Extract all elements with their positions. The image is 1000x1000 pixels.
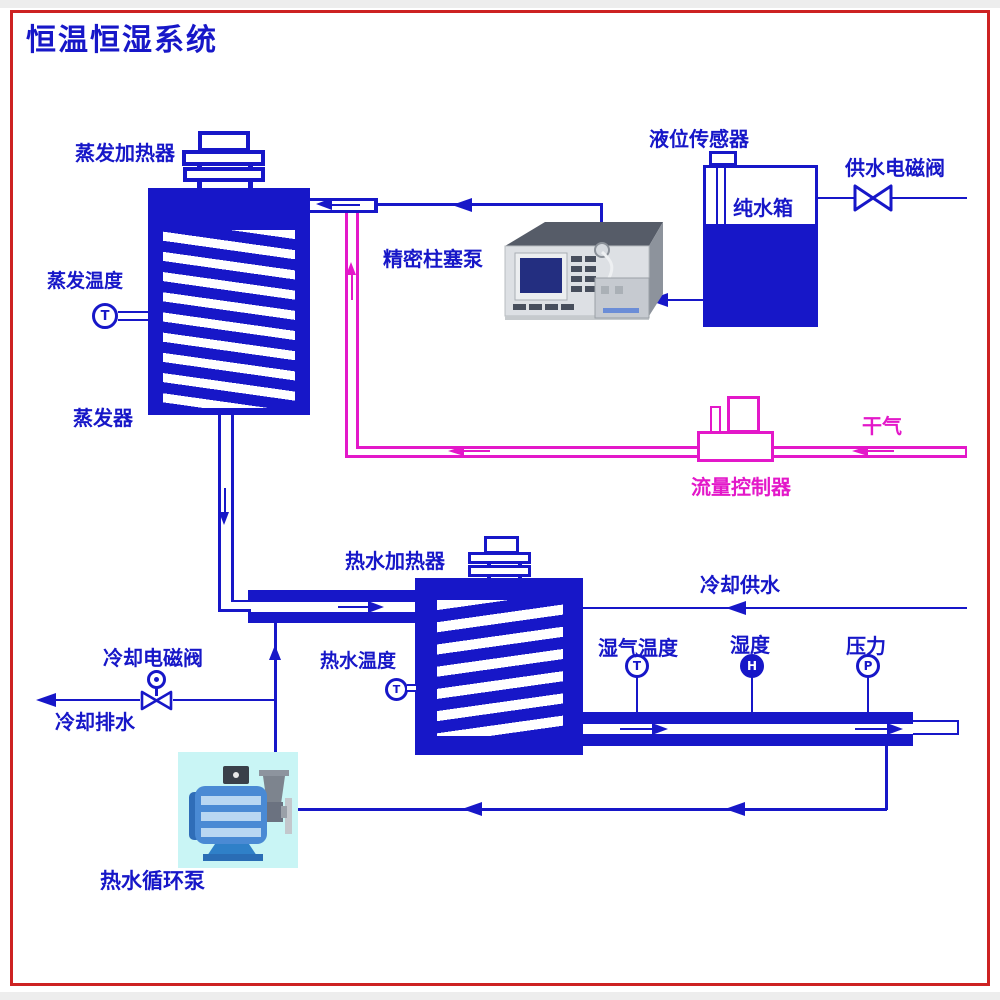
level-sensor-head-icon [709,151,737,166]
sensor-stem [866,676,869,712]
flow-arrow-shaft [350,274,353,300]
evaporator-outlet-pipe-inner [231,413,234,602]
solenoid-valve-icon [853,184,893,212]
evap-heater-fin-icon [182,150,265,166]
temperature-sensor-icon: T [625,654,649,678]
level-sensor-label: 液位传感器 [649,127,749,151]
flow-arrow-left-icon [452,197,472,212]
evap-heater-top-block-icon [198,131,250,152]
circulation-pump-icon [189,766,292,861]
flow-arrow-left-icon [852,445,868,456]
flow-arrow-shaft [338,605,368,608]
diagram-border [10,10,990,986]
page-title: 恒温恒湿系统 [26,23,218,58]
return-line-vertical [885,746,888,810]
circulation-pump-label: 热水循环泵 [100,869,205,893]
humid-air-temp-label: 湿气温度 [598,636,678,660]
pressure-label: 压力 [846,634,886,658]
cooling-supply-line [583,606,967,609]
temperature-sensor-icon: T [92,303,118,329]
supply-line [818,196,854,199]
flow-arrow-right-icon [652,723,668,735]
supply-line [892,196,967,199]
flow-arrow-left-icon [448,445,464,456]
cooling-valve-label: 冷却电磁阀 [103,646,203,670]
plunger-pump-photo [504,222,663,320]
water-fill [706,224,815,324]
evaporator-label: 蒸发器 [73,406,133,430]
cooling-supply-label: 冷却供水 [700,573,780,597]
pump-to-evaporator-line [378,203,603,206]
flow-arrow-left-icon [725,802,745,816]
pure-water-tank-label: 纯水箱 [733,196,793,220]
solenoid-valve-icon [140,690,173,711]
bottom-margin-strip [0,992,1000,1000]
hot-water-temp-label: 热水温度 [320,650,397,672]
flow-arrow-left-icon [316,198,332,210]
flow-arrow-right-icon [887,723,903,735]
flow-arrow-left-icon [36,693,56,707]
dry-gas-pipe-end-cap [964,446,967,458]
hw-heater-fin-icon [468,552,531,564]
flow-arrow-shaft [328,204,360,206]
sensor-stem [635,676,638,712]
sensor-stem [750,676,753,712]
flow-arrow-up-icon [269,645,281,660]
sensor-stem [118,311,148,321]
supply-valve-label: 供水电磁阀 [845,156,945,180]
output-duct-top-wall [583,712,913,724]
evap-heater-fin-icon [183,167,265,182]
evaporator-heater-label: 蒸发加热器 [75,141,175,165]
output-pipe-extension [913,720,959,735]
flow-arrow-shaft [620,727,652,730]
valve-stem [155,688,158,696]
humidity-label: 湿度 [730,633,770,657]
duct-to-pump-line [274,623,277,768]
humidity-sensor-icon: H [740,654,764,678]
mix-duct-bottom-wall [248,612,417,623]
flow-arrow-down-icon [219,512,229,525]
dry-gas-pipe-lower-wall [345,455,967,458]
hot-water-coil-icon [437,600,563,736]
pressure-sensor-icon: P [856,654,880,678]
mix-duct-top-wall [248,590,417,602]
top-margin-strip [0,0,1000,8]
flow-arrow-up-icon [346,262,356,275]
temperature-sensor-icon: T [385,678,408,701]
sensor-stem [407,684,416,692]
evaporator-coil-icon [163,230,295,408]
evaporator-outlet-pipe-inner [231,599,251,602]
flow-arrow-left-icon [726,600,746,615]
evap-temp-label: 蒸发温度 [47,270,124,292]
flow-arrow-shaft [866,450,894,452]
dry-gas-riser-inner-wall [356,213,359,446]
cooling-drain-label: 冷却排水 [55,710,135,734]
flow-arrow-right-icon [368,601,384,613]
hot-water-heater-label: 热水加热器 [345,549,445,573]
flow-controller-stub [710,406,721,433]
flow-controller-body [697,431,774,462]
level-sensor-probe-icon [724,168,726,224]
level-sensor-probe-icon [716,168,718,224]
drain-line [40,698,140,701]
dry-gas-label: 干气 [862,414,902,438]
flow-arrow-shaft [462,450,490,452]
tank-to-pump-line [655,298,703,301]
actuator-dot [154,677,159,682]
dry-gas-pipe-upper-wall [356,446,967,449]
drain-line [173,698,276,701]
flow-controller-label: 流量控制器 [691,475,791,499]
flow-arrow-shaft [224,488,226,514]
valve-actuator-icon [147,670,166,689]
return-line-horizontal [297,808,887,811]
output-duct-bottom-wall [583,734,913,746]
flow-controller-top-block [727,396,760,433]
hw-heater-fin-icon [468,565,531,577]
flow-arrow-shaft [855,727,887,730]
plunger-pump-label: 精密柱塞泵 [383,247,483,271]
flow-arrow-left-icon [462,802,482,816]
dry-gas-riser-outer-wall [345,213,348,458]
